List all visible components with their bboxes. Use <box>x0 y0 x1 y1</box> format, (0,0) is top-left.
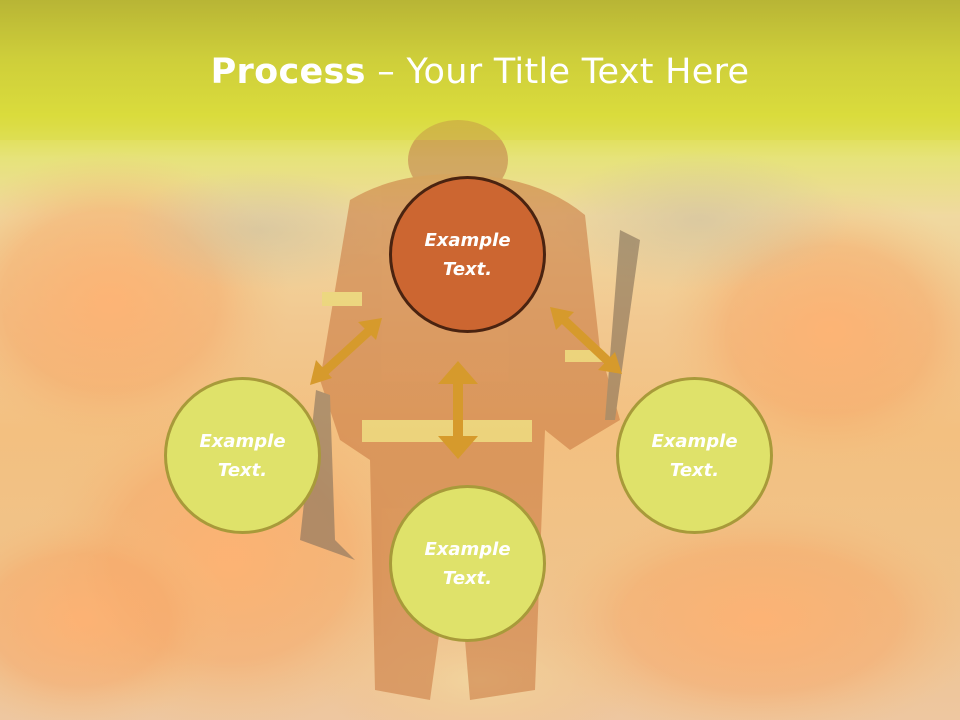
arrow-top-right <box>550 307 622 374</box>
node-bottom-line2: Text. <box>442 567 493 589</box>
arrow-top-left <box>310 318 382 385</box>
node-top-line2: Text. <box>442 258 493 280</box>
title-rest: – Your Title Text Here <box>365 52 750 92</box>
node-right-line2: Text. <box>669 459 720 481</box>
node-left-line1: Example <box>199 430 286 452</box>
node-bottom-line1: Example <box>424 538 511 560</box>
node-left-line2: Text. <box>217 459 268 481</box>
slide-title[interactable]: Process – Your Title Text Here <box>0 52 960 92</box>
title-bold: Process <box>210 52 366 92</box>
arrow-center <box>438 361 478 459</box>
node-right-line1: Example <box>651 430 738 452</box>
node-top-line1: Example <box>424 229 511 251</box>
